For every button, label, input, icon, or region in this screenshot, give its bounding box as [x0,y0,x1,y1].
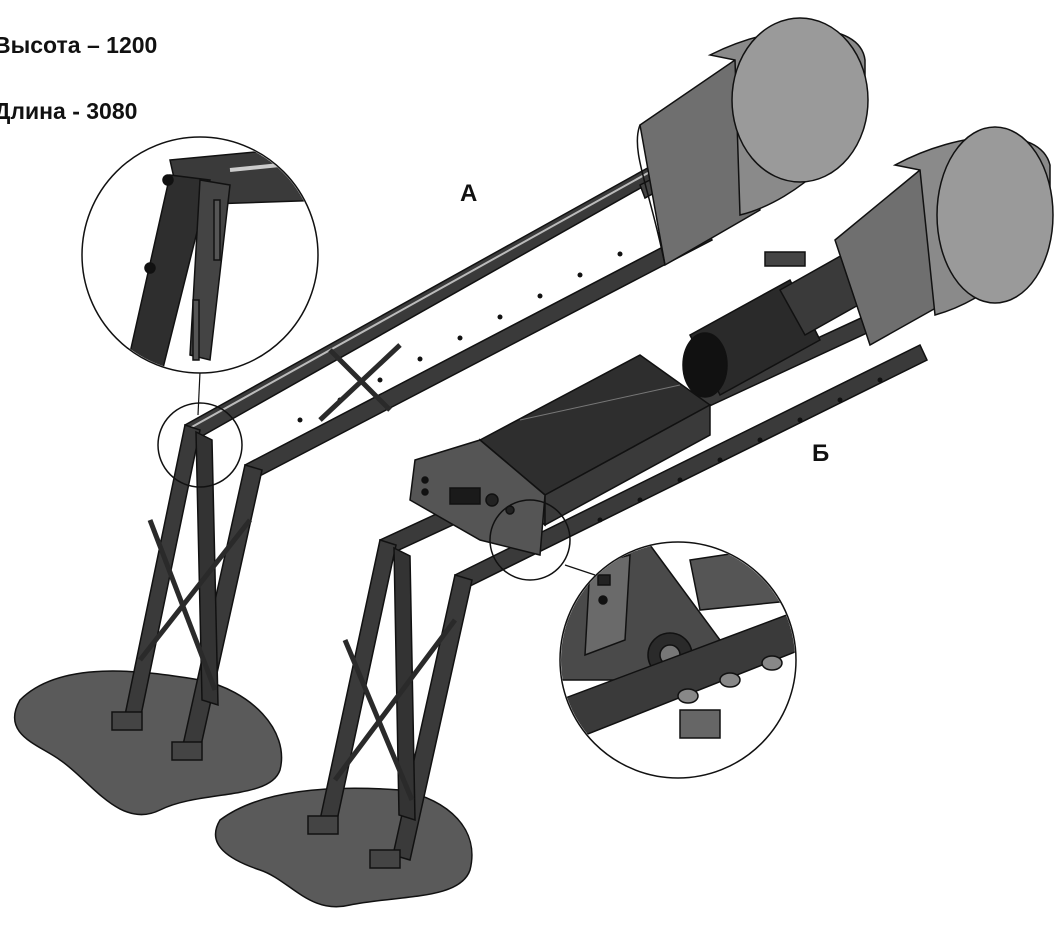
drum-a [636,17,869,267]
ground-pad-a [13,670,283,816]
detail-callout-b [489,499,797,779]
carriage-b [409,354,712,556]
control-display-icon [449,487,481,505]
variant-b-label: Б [812,440,830,467]
ground-pad-b [214,787,473,908]
height-dimension-label: Высота – 1200 [0,32,158,58]
variant-a-label: А [460,180,478,207]
drum-b [834,126,1054,347]
length-dimension-label: Длина - 3080 [0,98,138,124]
